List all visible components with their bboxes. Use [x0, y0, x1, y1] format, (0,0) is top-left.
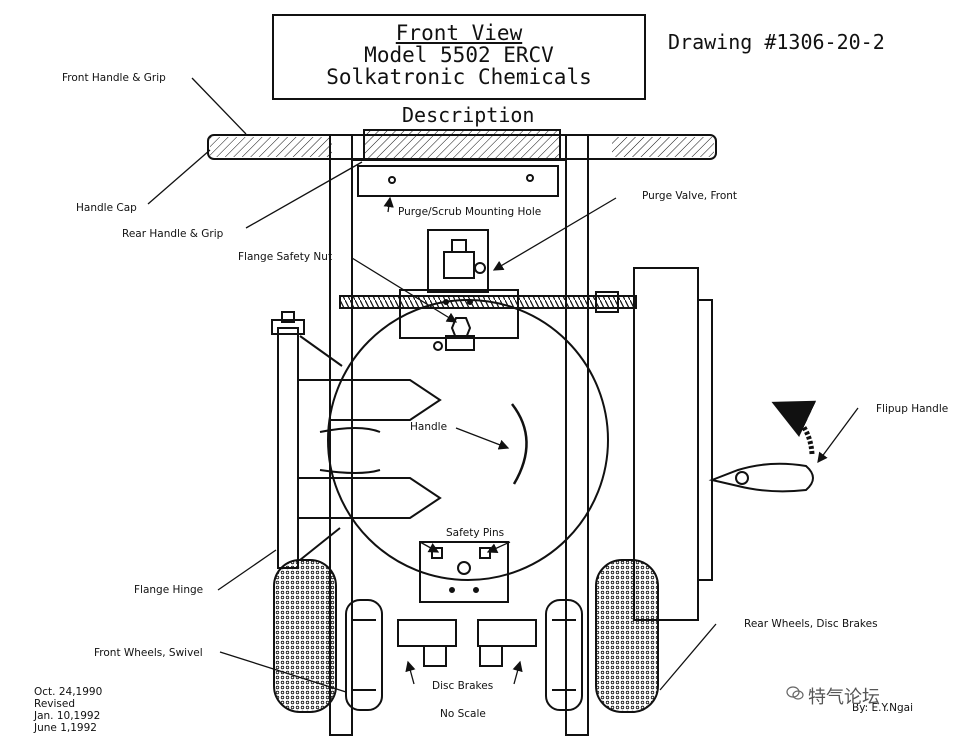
rear-panel	[633, 267, 713, 621]
title-block: Front View Model 5502 ERCV Solkatronic C…	[272, 14, 646, 100]
label-disc-brakes: Disc Brakes	[432, 680, 494, 692]
handle-bar	[207, 129, 717, 161]
bottom-clamp	[419, 541, 509, 603]
watermark: 特气论坛	[808, 687, 880, 708]
label-rear-handle-grip: Rear Handle & Grip	[122, 228, 224, 240]
revision-date-1: Jan. 10,1992	[34, 710, 101, 722]
label-handle-cap: Handle Cap	[76, 202, 137, 214]
revision-notes: Oct. 24,1990 Revised Jan. 10,1992 June 1…	[34, 686, 102, 734]
purge-valve	[427, 229, 489, 293]
label-purge-valve-front: Purge Valve, Front	[642, 190, 738, 202]
label-no-scale: No Scale	[440, 708, 486, 720]
frame	[329, 134, 589, 736]
vessel	[327, 299, 609, 581]
drawing-number: Drawing #1306-20-2	[668, 30, 885, 54]
label-purge-scrub-hole: Purge/Scrub Mounting Hole	[398, 206, 542, 218]
label-flipup-handle: Flipup Handle	[876, 403, 949, 415]
disc-brake-assemblies	[397, 619, 537, 667]
label-safety-pins: Safety Pins	[446, 527, 505, 539]
model-name: Model 5502 ERCV	[364, 43, 554, 67]
rear-wheel-left	[273, 559, 337, 713]
flange-hinge	[271, 311, 343, 569]
front-wheel-right	[545, 599, 583, 711]
label-flange-hinge: Flange Hinge	[134, 584, 204, 596]
label-handle: Handle	[410, 421, 448, 433]
leader-lines	[147, 77, 859, 693]
view-title: Front View	[395, 21, 523, 45]
flange-clamp	[399, 289, 519, 351]
label-front-handle-grip: Front Handle & Grip	[62, 72, 166, 84]
flipup-handle	[708, 400, 817, 493]
description-heading: Description	[402, 103, 535, 127]
fork-plates	[298, 379, 442, 519]
company-name: Solkatronic Chemicals	[326, 65, 592, 89]
label-author: By: E.Y.Ngai	[852, 702, 913, 714]
wechat-icon	[786, 686, 804, 700]
rear-wheel-right	[595, 559, 659, 713]
label-rear-wheels: Rear Wheels, Disc Brakes	[744, 618, 878, 630]
label-front-wheels: Front Wheels, Swivel	[94, 647, 203, 659]
front-wheel-left	[345, 599, 383, 711]
revision-date-2: June 1,1992	[34, 722, 97, 734]
label-flange-safety-nut: Flange Safety Nut	[238, 251, 333, 263]
revision-label: Revised	[34, 698, 76, 710]
revision-date-original: Oct. 24,1990	[34, 686, 103, 698]
